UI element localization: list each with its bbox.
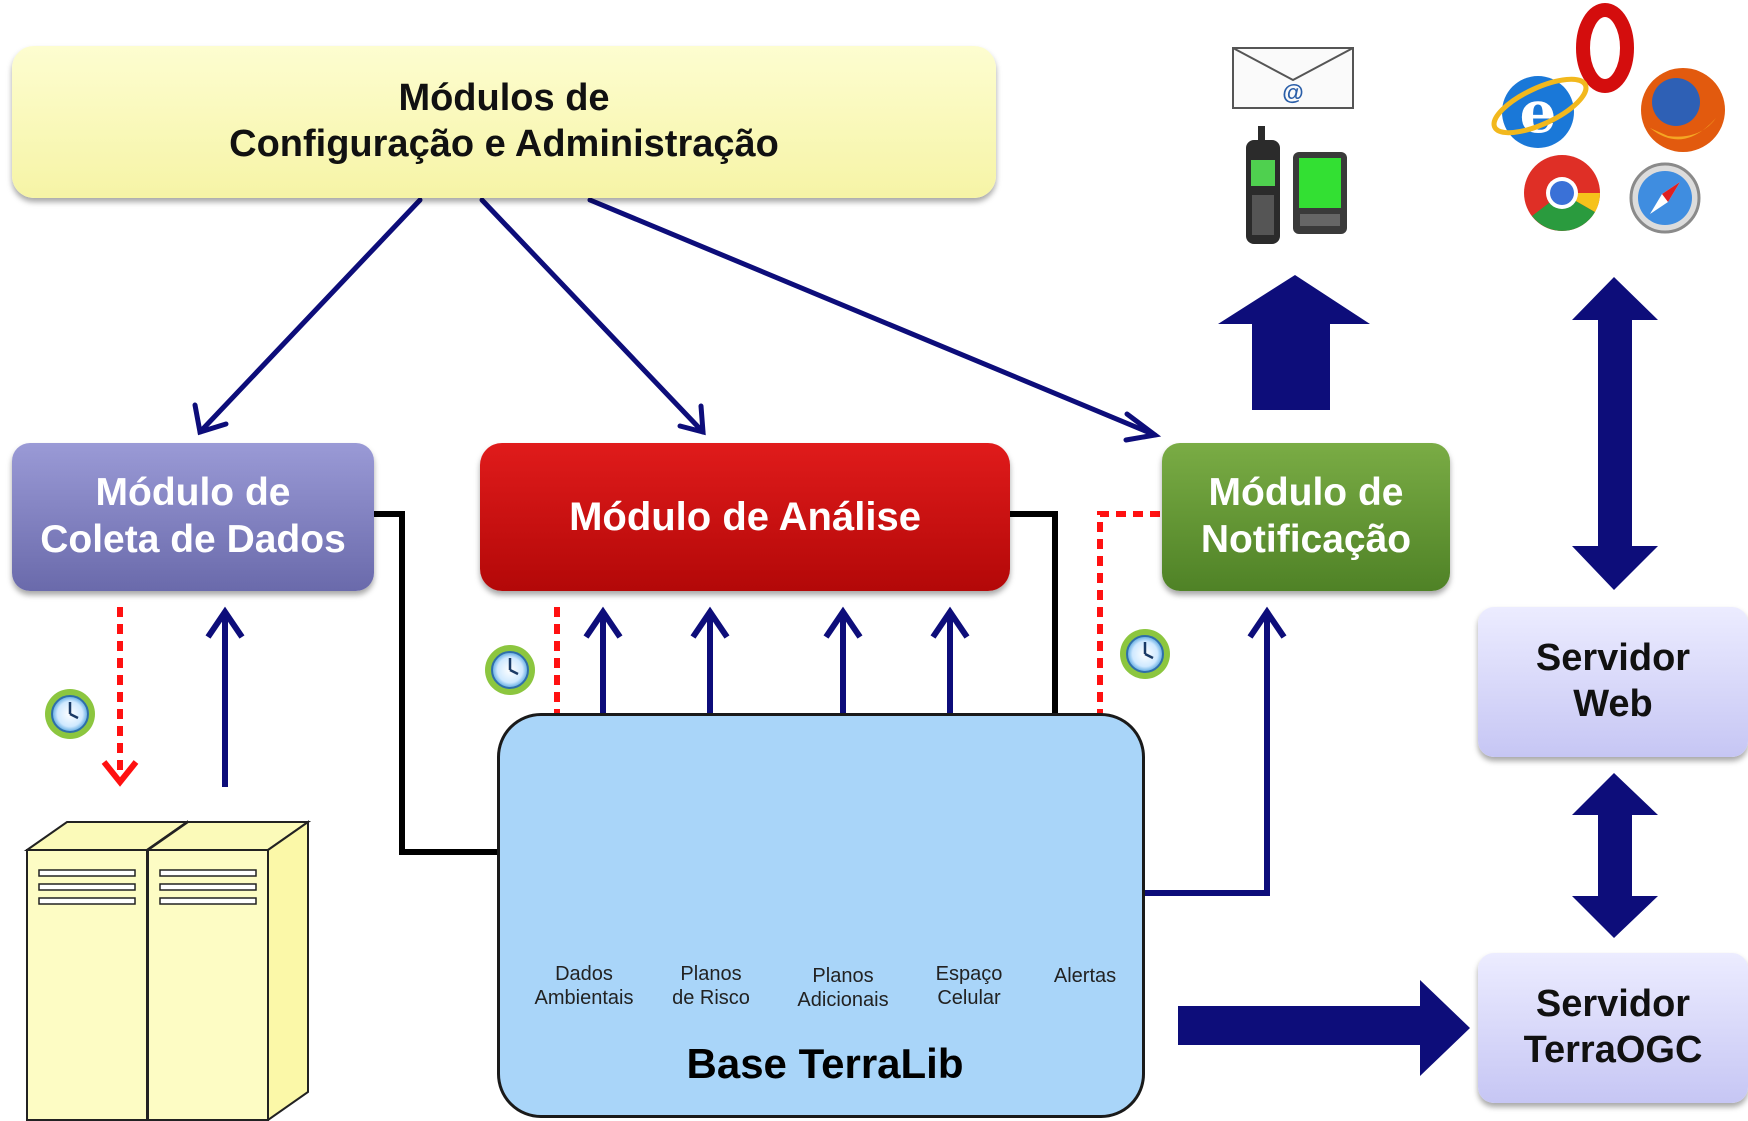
web-server-line2: Web [1573,683,1653,725]
config-admin-line1: Módulos de [398,77,610,120]
notification-module: Módulo de Notificação [1162,443,1450,591]
firefox-icon [1641,68,1725,152]
data-collection-line2: Coleta de Dados [40,518,346,561]
analysis-label: Módulo de Análise [569,495,921,539]
block-arrows [1178,275,1658,1076]
layer-caption-planos-adicionais: Planos Adicionais [788,964,898,1012]
notification-line2: Notificação [1200,518,1412,561]
layer-caption-planos-de-risco: Planos de Risco [656,962,766,1010]
layer-caption-line1: Planos [812,965,874,987]
cellphone-icon [1246,126,1280,244]
layer-caption-line1: Dados [555,963,613,985]
chrome-icon [1524,155,1601,231]
data-collection-line1: Módulo de [95,471,291,515]
layer-caption-line2: de Risco [672,987,750,1009]
internet-explorer-icon: e [1491,76,1589,148]
analysis-module: Módulo de Análise [480,443,1010,591]
layer-caption-line2: Celular [937,987,1001,1009]
opera-icon [1576,3,1634,93]
server-icon [26,821,309,1121]
web-server-line1: Servidor [1535,637,1691,680]
config-arrows [192,197,1162,443]
data-collection-module: Módulo de Coleta de Dados [12,443,374,591]
web-server-node: Servidor Web [1478,607,1748,757]
terralib-base-container [497,713,1145,1118]
envelope-icon: @ [1232,47,1354,109]
terraogc-server-node: Servidor TerraOGC [1478,953,1748,1103]
notification-line1: Módulo de [1208,471,1404,515]
svg-text:@: @ [1282,80,1303,105]
layer-caption-line2: Ambientais [534,987,634,1009]
terralib-base-title: Base TerraLib [686,1040,964,1087]
config-admin-module: Módulos de Configuração e Administração [12,46,996,198]
terraogc-line2: TerraOGC [1523,1029,1703,1071]
layer-caption-alertas: Alertas [1030,964,1140,988]
layer-caption-line1: Planos [680,963,742,985]
terraogc-line1: Servidor [1535,983,1691,1026]
layer-caption-espaco-celular: Espaço Celular [914,962,1024,1010]
layer-caption-dados-ambientais: Dados Ambientais [529,962,639,1010]
layer-caption-line1: Espaço [935,963,1003,985]
layer-caption-line2: Adicionais [797,989,889,1011]
layer-caption-line1: Alertas [1053,965,1117,987]
config-admin-line2: Configuração e Administração [229,123,779,165]
safari-icon [1629,162,1701,234]
pda-icon [1293,152,1347,234]
